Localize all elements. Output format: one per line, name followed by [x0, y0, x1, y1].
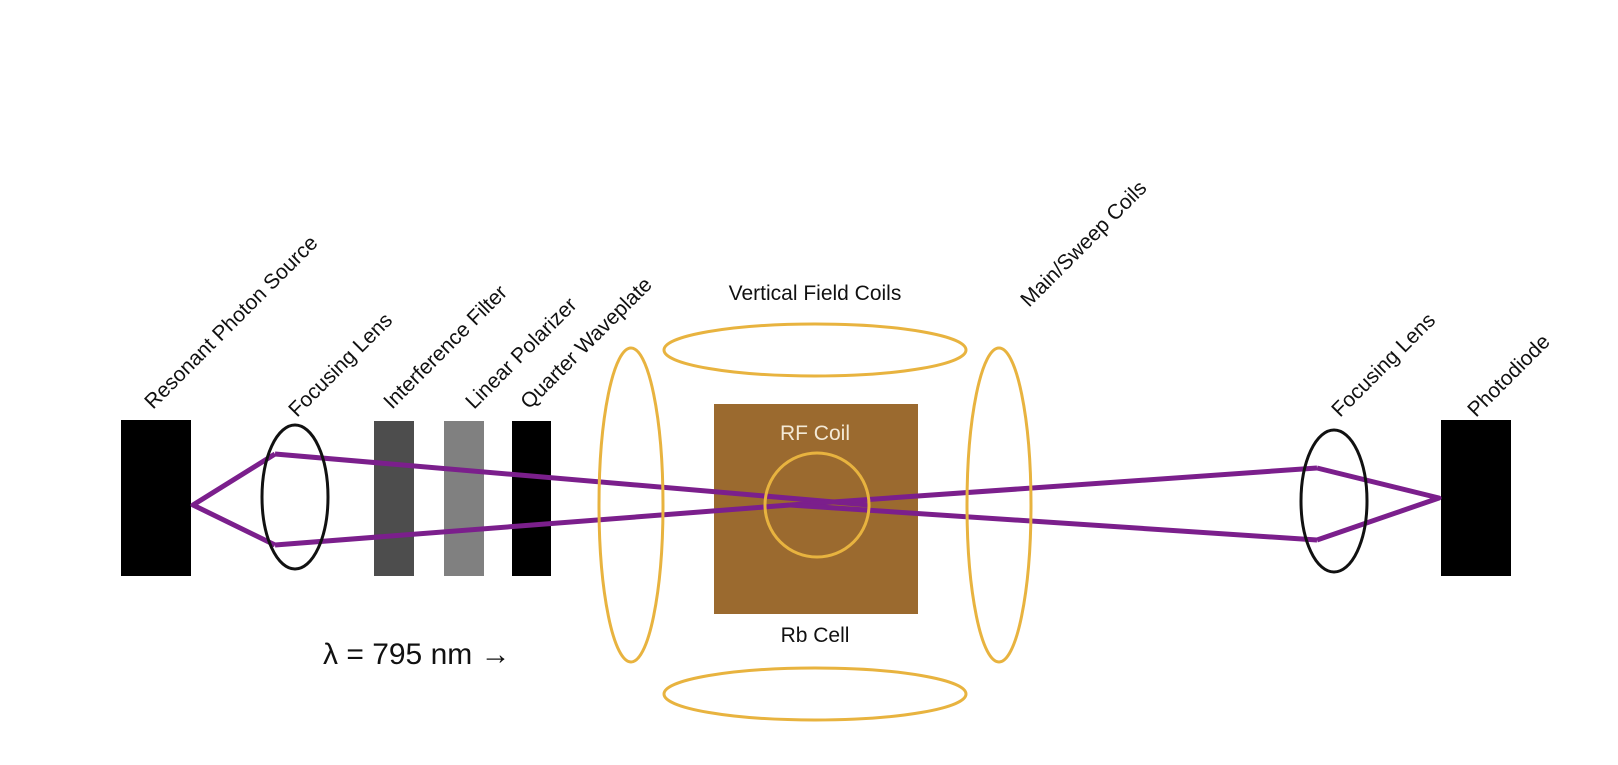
focusing-lens-right-label: Focusing Lens — [1327, 309, 1440, 422]
rb-cell-label: Rb Cell — [781, 624, 850, 647]
main-sweep-coil-left — [597, 346, 665, 664]
main-sweep-coils-label: Main/Sweep Coils — [1016, 176, 1151, 311]
focusing-lens-left-label: Focusing Lens — [284, 309, 397, 422]
photodiode-block — [1441, 420, 1511, 576]
wavelength-label: λ = 795 nm → — [323, 638, 511, 671]
interference-filter-block — [374, 421, 414, 576]
beam-detector-cone — [1316, 465, 1442, 543]
vertical-field-coil-bottom — [662, 666, 968, 722]
rf-coil-label: RF Coil — [780, 422, 850, 445]
resonant-photon-source-label: Resonant Photon Source — [140, 231, 322, 413]
quarter-waveplate-block — [512, 421, 551, 576]
laser-beam — [190, 451, 1442, 548]
rf-coil — [763, 451, 871, 559]
main-sweep-coil-right — [965, 346, 1033, 664]
vertical-field-coils-label: Vertical Field Coils — [729, 282, 902, 305]
beam-lower-right — [789, 502, 1318, 543]
focusing-lens-left — [260, 423, 330, 571]
linear-polarizer-block — [444, 421, 484, 576]
beam-lower-left — [274, 502, 791, 548]
beam-upper-right — [789, 465, 1318, 508]
photodiode-label: Photodiode — [1463, 330, 1554, 421]
vertical-field-coil-top — [662, 322, 968, 378]
beam-upper-left — [274, 451, 870, 508]
focusing-lens-right — [1299, 428, 1369, 574]
beam-source-cone — [190, 451, 277, 548]
resonant-photon-source-block — [121, 420, 191, 576]
